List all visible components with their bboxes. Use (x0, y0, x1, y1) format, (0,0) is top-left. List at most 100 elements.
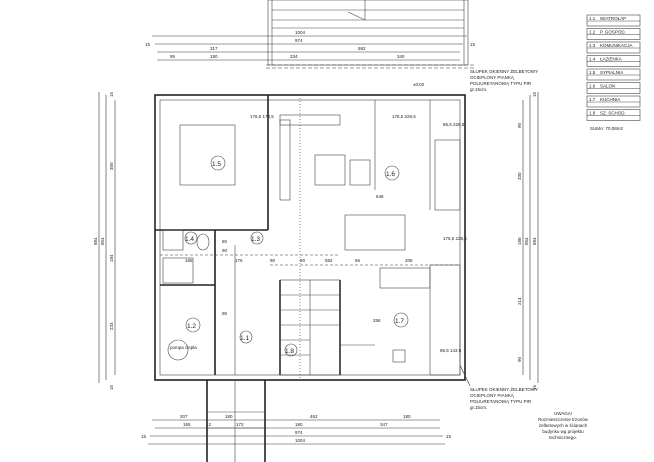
svg-text:176: 176 (235, 258, 243, 263)
dim: 340 (397, 54, 405, 59)
svg-text:1.3: 1.3 (589, 43, 596, 48)
svg-text:1.2: 1.2 (187, 323, 196, 330)
svg-text:15: 15 (141, 434, 147, 439)
svg-text:ŁAZIENKA: ŁAZIENKA (600, 57, 622, 62)
legend-row: 1.7 KUCHNIA (586, 95, 641, 108)
svg-text:233: 233 (109, 322, 114, 330)
svg-text:176,5 228,5: 176,5 228,5 (443, 236, 467, 241)
staircase (279, 279, 341, 376)
dimensions-left: 884 854 350 184 233 15 15 (93, 91, 116, 390)
svg-text:gr.15cm.: gr.15cm. (470, 405, 487, 410)
dim: 317 (210, 46, 218, 51)
svg-text:180: 180 (295, 422, 303, 427)
svg-text:90: 90 (300, 258, 306, 263)
level-mark: ±0,02 (413, 82, 425, 87)
svg-text:974: 974 (295, 430, 303, 435)
svg-text:SŁUPEK OKIENNY ŻELBETOWY: SŁUPEK OKIENNY ŻELBETOWY (470, 68, 538, 74)
svg-text:330: 330 (517, 172, 522, 180)
svg-text:POLIURETANOWĄ TYPU PIR: POLIURETANOWĄ TYPU PIR (470, 81, 532, 86)
svg-text:1.1: 1.1 (589, 16, 596, 21)
svg-text:80: 80 (222, 239, 228, 244)
svg-text:86,5 228,5: 86,5 228,5 (443, 122, 465, 127)
dim-total-outer: 1004 (295, 30, 306, 35)
legend-row: 1.6 SALON (586, 82, 641, 94)
svg-text:1.6: 1.6 (386, 171, 395, 178)
svg-text:1.5: 1.5 (212, 161, 221, 168)
svg-text:176,5 178,5: 176,5 178,5 (250, 114, 274, 119)
dim-total-inner: 974 (295, 38, 303, 43)
room-1-7: 1.7 (393, 312, 409, 328)
svg-text:POLIURETANOWĄ TYPU PIR: POLIURETANOWĄ TYPU PIR (470, 399, 532, 404)
legend-row: 1.1 WIATROŁAP (586, 14, 641, 27)
room-1-1: 1.1 (239, 330, 253, 344)
svg-text:1.7: 1.7 (589, 97, 596, 102)
room-labels: 1.5 1.6 1.4 1.3 1.2 1.1 1.8 1.7 (184, 155, 409, 357)
svg-text:technicznego.: technicznego. (549, 435, 577, 440)
svg-text:165: 165 (183, 422, 191, 427)
svg-text:1.7: 1.7 (395, 318, 404, 325)
svg-text:208: 208 (405, 258, 413, 263)
legend-row: 1.5 SYPIALNIA (586, 68, 641, 81)
svg-text:WIATROŁAP: WIATROŁAP (600, 16, 626, 21)
room-1-4: 1.4 (184, 231, 198, 245)
entrance-terrace (206, 380, 266, 462)
terrace-top (266, 0, 475, 69)
svg-text:172: 172 (236, 422, 244, 427)
legend-sum: SUMA: 70,08m2 (590, 126, 624, 131)
svg-text:350: 350 (109, 162, 114, 170)
svg-text:żelbetowych w ścianach: żelbetowych w ścianach (539, 423, 588, 428)
svg-text:SALON: SALON (600, 84, 615, 89)
dim: 180 (210, 54, 218, 59)
column-note-top: SŁUPEK OKIENNY ŻELBETOWY OCIEPLONY PIANK… (470, 68, 538, 92)
dim: 582 (358, 46, 366, 51)
svg-text:180: 180 (403, 414, 411, 419)
svg-text:176,5 228,5: 176,5 228,5 (392, 114, 416, 119)
svg-text:214: 214 (517, 297, 522, 305)
note: UWAGA! Rozmieszczenie trzonów żelbetowyc… (538, 411, 589, 440)
svg-text:UWAGA!: UWAGA! (554, 411, 572, 416)
svg-text:854: 854 (524, 237, 529, 245)
svg-text:OCIEPLONY PIANKĄ: OCIEPLONY PIANKĄ (470, 393, 515, 398)
svg-text:90: 90 (222, 311, 228, 316)
dim-edge: 15 (470, 42, 476, 47)
inner-dimensions: 165 90 176 90 90 582 66 208 258 548 90 8… (185, 114, 467, 353)
svg-text:1.6: 1.6 (589, 84, 596, 89)
svg-text:KUCHNIA: KUCHNIA (600, 97, 620, 102)
svg-text:462: 462 (310, 414, 318, 419)
dimensions-right: 90 330 180 214 90 854 884 15 15 (517, 91, 539, 390)
svg-text:1004: 1004 (295, 438, 306, 443)
svg-text:15: 15 (109, 91, 114, 97)
svg-text:86,5 143,5: 86,5 143,5 (440, 348, 462, 353)
dimensions-top: 1004 974 15 15 317 582 95 180 334 340 (145, 30, 476, 61)
svg-text:15: 15 (532, 91, 537, 97)
svg-text:258: 258 (373, 318, 381, 323)
svg-text:582: 582 (325, 258, 333, 263)
furniture (279, 95, 406, 380)
dimensions-bottom: 207 180 462 180 165 12 172 180 347 974 1… (141, 414, 452, 445)
svg-text:OCIEPLONY PIANKĄ: OCIEPLONY PIANKĄ (470, 75, 515, 80)
svg-text:1.1: 1.1 (240, 335, 249, 342)
svg-text:90: 90 (517, 356, 522, 362)
svg-text:SYPIALNIA: SYPIALNIA (600, 70, 623, 75)
dim: 95 (170, 54, 176, 59)
svg-text:184: 184 (109, 254, 114, 262)
room-1-8: 1.8 (284, 343, 298, 357)
room-1-6: 1.6 (384, 165, 400, 181)
svg-text:1.5: 1.5 (589, 70, 596, 75)
svg-text:66: 66 (355, 258, 361, 263)
svg-text:Rozmieszczenie trzonów: Rozmieszczenie trzonów (538, 417, 589, 422)
svg-text:1.8: 1.8 (589, 111, 596, 116)
svg-text:SŁUPEK OKIENNY ŻELBETOWY: SŁUPEK OKIENNY ŻELBETOWY (470, 386, 538, 392)
svg-text:884: 884 (93, 237, 98, 245)
svg-text:854: 854 (100, 237, 105, 245)
svg-text:12: 12 (206, 422, 212, 427)
svg-text:1.4: 1.4 (185, 236, 194, 243)
svg-text:budynku wg projektu: budynku wg projektu (542, 429, 584, 434)
svg-text:180: 180 (517, 237, 522, 245)
svg-text:1.8: 1.8 (285, 348, 294, 355)
